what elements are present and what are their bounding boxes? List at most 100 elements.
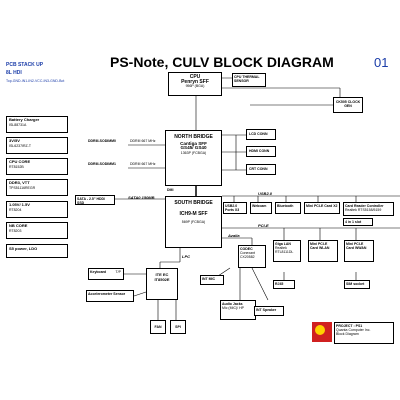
sb-label: SOUTH BRIDGE [174, 200, 213, 206]
clock-gen-block: CK505 CLOCK GEN [333, 97, 363, 113]
power-ddr3-vtt: DDR3, VTT TPS51116REGR [6, 179, 68, 196]
northbridge-block: NORTH BRIDGE Cantiga SFF GS45/ GS40 1363… [165, 130, 222, 186]
giga-lan-block: Giga LAN Realtek RTL8111DL [273, 240, 301, 262]
nb-pkg: 1363P (FCBGA) [180, 150, 207, 155]
cardslot-label: 4 in 1 slot [345, 220, 362, 224]
usb-device-label: Bluetooth [277, 204, 294, 208]
power-cpu-core: CPU CORE RT8152B [6, 158, 68, 175]
power-part: TPS51116REGR [9, 185, 36, 190]
card-reader-block: Card Reader Controller Realtek RTS5158/5… [343, 202, 394, 216]
cpu-sub: 956P (BGA) [185, 84, 205, 89]
audio-jacks-label: Audio Jacks [222, 302, 243, 306]
keyboard-sub: T/P [115, 270, 121, 274]
thermal-label: CPU THERMAL SENSOR [234, 75, 260, 83]
sb-pkg: 569P (FCBGA) [181, 220, 206, 225]
power-name: CPU CORE [9, 159, 31, 164]
sata-hdd-block: SATA - 2.5" HDD/ SSD [75, 195, 115, 205]
minipcie-x2-block: Mini PCI-E Card X2 [304, 202, 340, 214]
power-battery-charger: Battery Charger ISL88731A [6, 116, 68, 133]
dimm1-speed: DDRIII 667 MHz [130, 162, 156, 166]
usb-device-label: Card Reader Controller [345, 204, 384, 208]
power-name: S5 power, LDO [9, 246, 38, 251]
power-105-15v: 1.05V/ 1.5V RT8204 [6, 201, 68, 218]
usb-device-part: Realtek RTS5158/5159 [345, 208, 382, 212]
int-mic-label: INT MIC [202, 277, 216, 281]
power-name: Battery Charger [9, 117, 40, 122]
sb-name: ICH9-M SFF [179, 210, 208, 217]
minipcie-wwan-block: Mini PCI-E Card WWAN [344, 240, 374, 262]
pcie-device-part: Realtek RTL8111DL [275, 246, 294, 254]
pcie-device-label: Mini PCI-E Card WLAN [310, 242, 330, 250]
audio-jacks-sub: Mic (MIC)/ HP [222, 306, 244, 310]
sata-bus-label: SATA0 150MB [128, 195, 155, 200]
crt-conn-block: CRT CONN [246, 164, 276, 175]
pcie-device-label: Mini PCI-E Card WWAN [346, 242, 367, 250]
hdmi-conn-block: HDMI CONN [246, 146, 276, 157]
power-3v5v: 3V/5V ISL6237IRZ-T [6, 137, 68, 154]
power-part: RT8152B [9, 164, 24, 169]
pcie-device-label: Giga LAN [275, 242, 291, 246]
pcie-bus-label: PCI-E [258, 223, 269, 228]
power-name: NB CORE [9, 223, 28, 228]
page-number: 01 [374, 55, 389, 70]
fan-block: FAN [150, 320, 166, 334]
power-part: RT8204 [9, 207, 22, 212]
pcb-stack-label: PCB STACK UP [6, 62, 44, 68]
card-slot-block: 4 in 1 slot [343, 218, 373, 226]
ec-name: ITE EC [155, 272, 169, 277]
layer-stack: Top-GND-IN1-IN2-VCC-IN3-GND-Bot [6, 79, 65, 83]
minipcie-wlan-block: Mini PCI-E Card WLAN [308, 240, 338, 262]
title-block: PROJECT : PS1 Quanta Computer Inc. Block… [334, 322, 394, 344]
power-part: ISL88731A [9, 122, 27, 127]
webcam-block: Webcam [250, 202, 272, 214]
sim-socket-block: SIM socket [344, 280, 370, 289]
keyboard-block: Keyboard T/P [88, 268, 124, 280]
usb-device-label: USB2.0 Ports X3 [225, 204, 240, 212]
audio-jacks-block: Audio Jacks Mic (MIC)/ HP [220, 300, 256, 320]
lcd-conn-block: LCD CONN [246, 129, 276, 140]
sata-label: SATA - 2.5" HDD/ SSD [77, 197, 106, 205]
display-label: LCD CONN [249, 132, 268, 136]
southbridge-block: SOUTH BRIDGE ICH9-M SFF 569P (FCBGA) [165, 196, 222, 248]
display-label: CRT CONN [249, 167, 268, 171]
power-s5-ldo: S5 power, LDO [6, 244, 68, 258]
azalia-bus-label: Azalia [228, 233, 240, 238]
dimm1-label: DDRIII-SODIMM1 [88, 162, 116, 166]
ec-block: ITE EC IT8502E [146, 268, 178, 300]
usb-device-label: Mini PCI-E Card X2 [306, 204, 338, 208]
dimm0-label: DDRIII-SODIMM0 [88, 139, 116, 143]
cpu-block: CPU Penryn SFF 956P (BGA) [168, 72, 222, 96]
usb-bus-label: USB2.0 [258, 191, 273, 196]
int-mic-block: INT MIC [200, 275, 224, 285]
thermal-sensor-block: CPU THERMAL SENSOR [232, 73, 266, 87]
codec-block: CODEC Conexant CX20582 [238, 245, 266, 268]
project-label: PROJECT : PS1 [336, 324, 363, 328]
power-part: RT8203 [9, 228, 22, 233]
rj45-label: RJ45 [275, 282, 284, 286]
fan-label: FAN [154, 325, 162, 329]
lpc-bus-label: LPC [182, 254, 190, 259]
spi-label: SPI [175, 325, 181, 329]
page-title: PS-Note, CULV BLOCK DIAGRAM [110, 54, 334, 70]
dimm0-speed: DDRIII 667 MHz [130, 139, 156, 143]
rj45-block: RJ45 [273, 280, 295, 289]
nb-label: NORTH BRIDGE [174, 134, 213, 140]
keyboard-label: Keyboard [90, 270, 107, 274]
power-name: 1.05V/ 1.5V [9, 202, 30, 207]
usb-ports-block: USB2.0 Ports X3 [223, 202, 247, 214]
nb-sub: GS45/ GS40 [180, 145, 207, 151]
doc-label: Block Diagram [336, 332, 359, 336]
codec-label: CODEC [240, 247, 253, 251]
bluetooth-block: Bluetooth [275, 202, 301, 214]
cpu-name: Penryn SFF [181, 78, 209, 85]
spi-block: SPI [170, 320, 186, 334]
sim-label: SIM socket [346, 282, 365, 286]
power-name: DDR3, VTT [9, 180, 30, 185]
int-speaker-label: INT Speaker [256, 308, 277, 312]
accel-sensor-block: Accelerometer Sensor [86, 290, 134, 302]
power-nb-core: NB CORE RT8203 [6, 222, 68, 239]
clock-label: CK505 CLOCK GEN [335, 100, 361, 108]
usb-device-label: Webcam [252, 204, 267, 208]
cpu-label: CPU [189, 74, 201, 80]
